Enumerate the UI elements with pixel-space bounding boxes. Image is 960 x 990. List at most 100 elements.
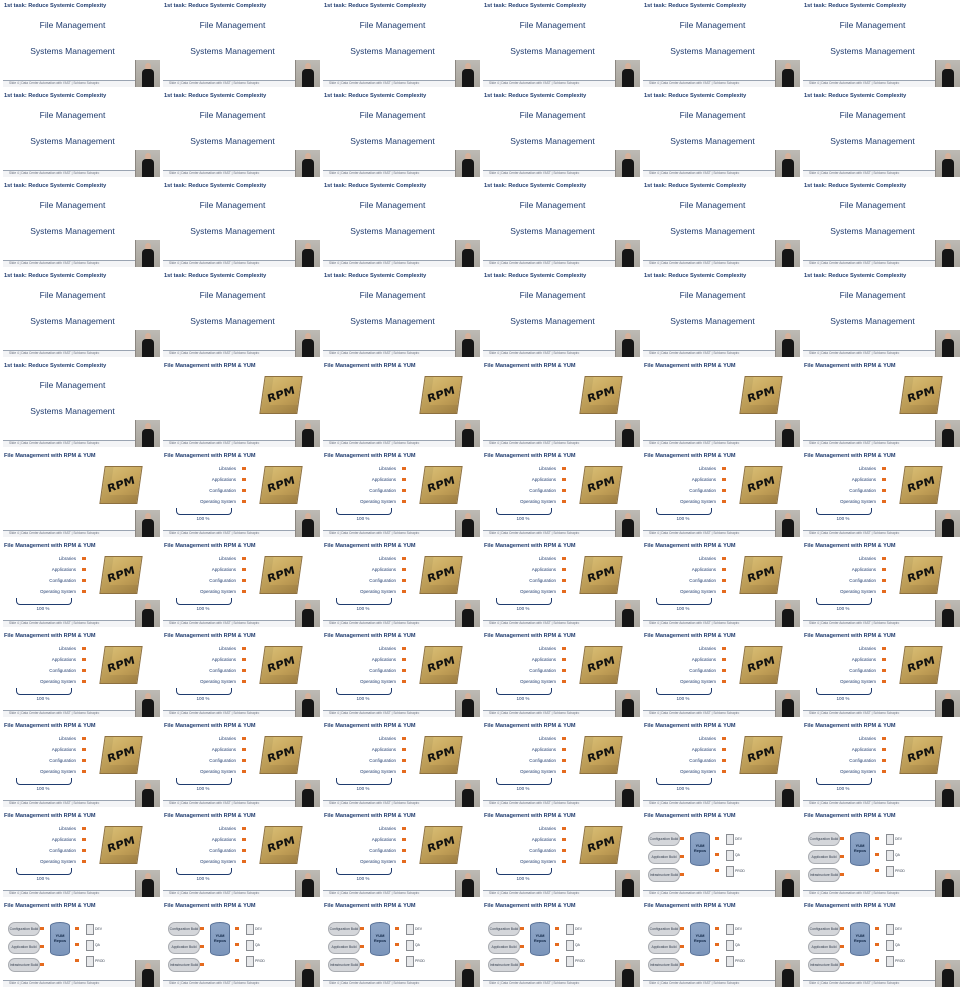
rpm-package-box-icon: RPM: [99, 736, 143, 774]
flow-arrow-icon: [875, 927, 879, 930]
presenter-head: [945, 333, 951, 340]
slide-title: 1st task: Reduce Systemic Complexity: [644, 273, 747, 279]
layer-brace: [496, 688, 552, 695]
file-management-heading: File Management: [519, 290, 586, 300]
flow-arrow-icon: [360, 927, 364, 930]
rpm-box-label: RPM: [746, 383, 777, 406]
environment-label: PROD: [735, 959, 745, 963]
slide-title: File Management with RPM & YUM: [804, 903, 896, 909]
yum-repo-cylinder: YUM Repos: [50, 922, 70, 956]
rpm-package-box-icon: RPM: [419, 826, 463, 864]
layer-item: Configuration: [496, 755, 566, 766]
slide-title: File Management with RPM & YUM: [484, 903, 576, 909]
layer-item: Applications: [656, 654, 726, 665]
presenter-video-thumbnail: [935, 960, 960, 987]
slide-title: 1st task: Reduce Systemic Complexity: [4, 273, 107, 279]
environment-label: DEV: [735, 837, 742, 841]
layer-item: Operating System: [816, 586, 886, 597]
layer-brace: [816, 598, 872, 605]
slide-title: 1st task: Reduce Systemic Complexity: [164, 183, 267, 189]
layer-brace: [656, 598, 712, 605]
slide-title: 1st task: Reduce Systemic Complexity: [324, 93, 427, 99]
rpm-box-label: RPM: [266, 473, 297, 496]
presenter-torso: [142, 339, 154, 357]
file-management-heading: File Management: [199, 20, 266, 30]
file-management-heading: File Management: [199, 200, 266, 210]
slide-footer: Slide 4 | Data Center Automation with YA…: [803, 620, 957, 627]
presenter-torso: [622, 969, 634, 987]
presenter-head: [305, 873, 311, 880]
layer-item: Configuration: [176, 665, 246, 676]
slide-title: 1st task: Reduce Systemic Complexity: [4, 3, 107, 9]
presenter-torso: [942, 789, 954, 807]
